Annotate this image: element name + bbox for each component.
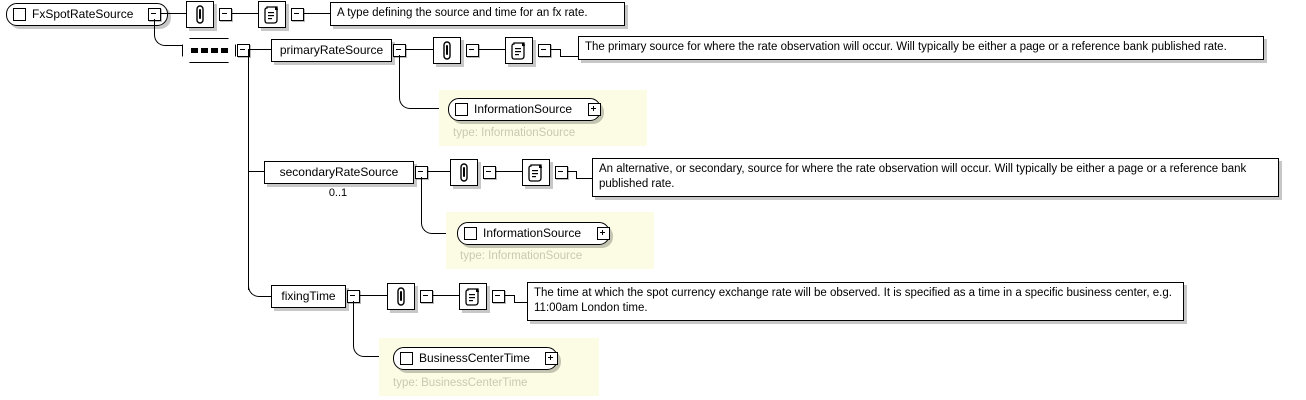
type-element-node-businesscentertime[interactable]: BusinessCenterTime	[393, 347, 558, 370]
connector-secondary-to-annotation	[427, 171, 450, 172]
fixingtime-documentation-collapse-toggle[interactable]	[492, 290, 505, 303]
secondary-documentation-scroll-icon-node[interactable]	[522, 159, 550, 186]
element-box-icon	[400, 352, 413, 365]
scroll-icon	[511, 41, 525, 60]
connector-secondary-doc-h1	[567, 171, 577, 172]
connector-annotation-to-documentation	[231, 13, 258, 14]
connector-secondary-annotation-to-documentation	[495, 171, 522, 172]
connector-primary-doc-h1	[550, 49, 561, 50]
element-box-icon	[464, 227, 477, 240]
element-box-icon	[455, 103, 468, 116]
sequence-dash	[191, 48, 198, 53]
primary-documentation-scroll-icon-node[interactable]	[505, 37, 533, 64]
element-label-primaryratesource: primaryRateSource	[279, 43, 384, 57]
type-element-node-informationsource[interactable]: InformationSource	[457, 222, 610, 245]
connector-primary-to-type-panel	[399, 55, 440, 109]
primary-documentation-collapse-toggle[interactable]	[538, 44, 551, 57]
connector-fixingtime-to-type-panel	[353, 301, 386, 357]
secondary-annotation-collapse-toggle[interactable]	[483, 166, 496, 179]
type-element-label-informationsource: InformationSource	[474, 102, 573, 116]
element-label-fixingtime: fixingTime	[281, 289, 336, 303]
connector-documentation-to-text	[303, 13, 330, 14]
paperclip-icon	[460, 163, 468, 182]
element-label-secondaryratesource: secondaryRateSource	[279, 165, 399, 179]
paperclip-icon	[443, 41, 451, 60]
type-panel-label-businesscentertime: type: BusinessCenterTime	[393, 377, 528, 389]
type-element-label-informationsource: InformationSource	[483, 226, 582, 240]
connector-root-to-sequence	[154, 19, 183, 46]
root-element-node[interactable]: FxSpotRateSource	[6, 3, 168, 26]
connector-primary-annotation-to-documentation	[478, 49, 505, 50]
connector-fixingtime-doc-v	[514, 295, 515, 303]
element-box-icon	[13, 8, 26, 21]
connector-fixingtime-to-annotation	[359, 295, 387, 296]
documentation-scroll-icon-node[interactable]	[258, 1, 286, 28]
secondaryratesource-documentation-box: An alternative, or secondary, source for…	[592, 158, 1279, 197]
type-element-label-businesscentertime: BusinessCenterTime	[419, 351, 530, 365]
connector-root-to-annotation	[160, 13, 186, 14]
type-panel-label-informationsource: type: InformationSource	[460, 250, 583, 262]
scroll-icon	[465, 287, 479, 306]
scroll-icon	[264, 5, 278, 24]
type-panel-informationsource-secondary: InformationSource type: InformationSourc…	[446, 212, 654, 269]
cardinality-secondaryratesource: 0..1	[328, 187, 348, 199]
primaryratesource-documentation-box: The primary source for where the rate ob…	[578, 36, 1264, 60]
connector-fixingtime-doc-h2	[514, 302, 527, 303]
type-element-expand-toggle[interactable]	[545, 352, 558, 365]
fixingtime-annotation-collapse-toggle[interactable]	[420, 290, 433, 303]
secondary-documentation-collapse-toggle[interactable]	[555, 166, 568, 179]
connector-spine-to-fixingtime	[248, 276, 272, 297]
paperclip-icon	[196, 5, 204, 24]
element-node-fixingtime[interactable]: fixingTime	[271, 285, 346, 308]
connector-primary-doc-v	[560, 49, 561, 57]
fixingtime-annotation-paperclip-icon-node[interactable]	[387, 283, 415, 310]
primary-annotation-collapse-toggle[interactable]	[466, 44, 479, 57]
element-node-secondaryratesource[interactable]: secondaryRateSource	[264, 161, 414, 184]
sequence-dash	[211, 48, 218, 53]
type-panel-businesscentertime: BusinessCenterTime type: BusinessCenterT…	[379, 338, 599, 396]
fixingtime-documentation-box: The time at which the spot currency exch…	[527, 282, 1184, 321]
scroll-icon	[528, 163, 542, 182]
paperclip-icon	[397, 287, 405, 306]
sequence-dash	[221, 48, 228, 53]
connector-primary-doc-h2	[560, 56, 578, 57]
fixingtime-documentation-scroll-icon-node[interactable]	[459, 283, 487, 310]
connector-primary-to-annotation	[405, 49, 433, 50]
annotation-paperclip-icon-node[interactable]	[186, 1, 214, 28]
connector-secondary-doc-v	[576, 171, 577, 179]
sequence-dash	[201, 48, 208, 53]
connector-fixingtime-annotation-to-documentation	[432, 295, 459, 296]
primaryratesource-documentation-text: The primary source for where the rate ob…	[585, 41, 1227, 53]
child-spine-vertical	[248, 50, 249, 290]
type-element-expand-toggle[interactable]	[597, 227, 610, 240]
type-element-node-informationsource[interactable]: InformationSource	[448, 98, 601, 121]
connector-secondary-to-type-panel	[421, 177, 458, 234]
connector-spine-to-primary	[248, 49, 271, 50]
connector-fixingtime-doc-h1	[504, 295, 515, 296]
type-panel-informationsource-primary: InformationSource type: InformationSourc…	[439, 90, 647, 146]
secondaryratesource-documentation-text: An alternative, or secondary, source for…	[599, 163, 1247, 190]
connector-spine-to-secondary	[248, 171, 264, 172]
annotation-collapse-toggle[interactable]	[219, 8, 232, 21]
element-node-primaryratesource[interactable]: primaryRateSource	[271, 39, 392, 62]
sequence-compositor-node[interactable]	[182, 38, 236, 63]
root-documentation-box: A type defining the source and time for …	[330, 2, 625, 26]
sequence-collapse-toggle[interactable]	[237, 44, 250, 57]
root-documentation-text: A type defining the source and time for …	[337, 7, 588, 19]
connector-secondary-doc-h2	[576, 178, 592, 179]
root-element-label: FxSpotRateSource	[32, 7, 134, 21]
documentation-collapse-toggle[interactable]	[291, 8, 304, 21]
fixingtime-documentation-text: The time at which the spot currency exch…	[534, 287, 1172, 314]
type-panel-label-informationsource: type: InformationSource	[453, 127, 576, 139]
type-element-expand-toggle[interactable]	[588, 103, 601, 116]
